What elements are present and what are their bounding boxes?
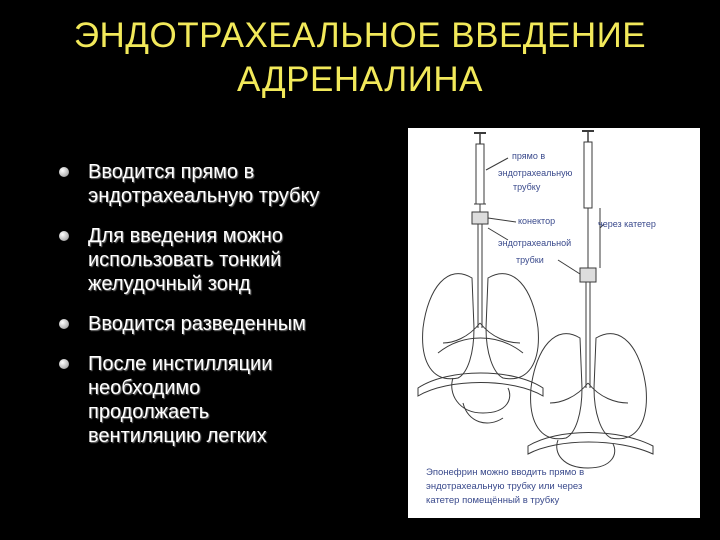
- label-direct-3: трубку: [513, 182, 541, 192]
- caption-line: катетер помещённый в трубку: [426, 495, 560, 506]
- bullet-line: Вводится прямо в: [88, 161, 255, 183]
- label-catheter: через катетер: [598, 219, 656, 229]
- bullet-line: вентиляцию легких: [88, 425, 267, 447]
- bullet-line: эндотрахеальную трубку: [88, 185, 320, 207]
- label-tube-1: эндотрахеальной: [498, 238, 572, 248]
- bullet-line: продолжаеть: [88, 401, 210, 423]
- bullet-icon: [59, 359, 69, 369]
- left-figure: [417, 132, 544, 424]
- right-figure: [527, 130, 654, 469]
- bullet-line: После инстилляции: [88, 353, 273, 375]
- bullet-list: Вводится прямо в эндотрахеальную трубку …: [55, 160, 395, 464]
- bullet-line: Для введения можно: [88, 225, 283, 247]
- slide-title: ЭНДОТРАХЕАЛЬНОЕ ВВЕДЕНИЕ АДРЕНАЛИНА: [0, 14, 720, 102]
- label-connector: конектор: [518, 216, 556, 226]
- bullet-line: необходимо: [88, 377, 201, 399]
- bullet-item: Вводится разведенным: [55, 312, 395, 336]
- caption-line: Эпонефрин можно вводить прямо в: [426, 467, 585, 478]
- caption-line: эндотрахеальную трубку или через: [426, 481, 583, 492]
- bullet-icon: [59, 231, 69, 241]
- intubation-diagram: [417, 130, 654, 469]
- label-tube-2: трубки: [516, 255, 544, 265]
- bullet-item: Вводится прямо в эндотрахеальную трубку: [55, 160, 395, 208]
- illustration-panel: прямо в эндотрахеальную трубку конектор …: [408, 128, 700, 518]
- illustration-caption: Эпонефрин можно вводить прямо в эндотрах…: [426, 466, 626, 508]
- title-line-2: АДРЕНАЛИНА: [236, 60, 484, 99]
- bullet-line: Вводится разведенным: [88, 313, 306, 335]
- bullet-icon: [59, 319, 69, 329]
- bullet-line: использовать тонкий: [88, 249, 282, 271]
- bullet-line: желудочный зонд: [88, 273, 251, 295]
- bullet-item: После инстилляции необходимо продолжаеть…: [55, 352, 395, 448]
- title-line-1: ЭНДОТРАХЕАЛЬНОЕ ВВЕДЕНИЕ: [73, 16, 647, 55]
- bullet-item: Для введения можно использовать тонкий ж…: [55, 224, 395, 296]
- label-direct-1: прямо в: [512, 151, 546, 161]
- label-direct-2: эндотрахеальную: [498, 168, 573, 178]
- bullet-icon: [59, 167, 69, 177]
